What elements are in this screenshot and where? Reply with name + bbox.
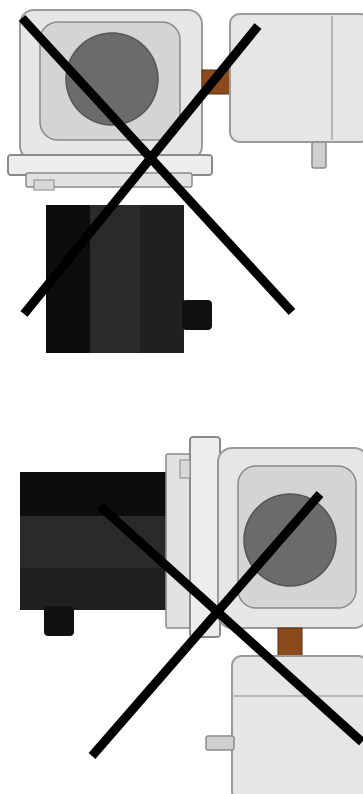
bottom-flange-lower xyxy=(165,453,191,629)
bottom-motor-connector xyxy=(44,606,74,636)
top-assembly xyxy=(7,9,363,353)
top-motor-connector xyxy=(182,300,212,330)
top-flange-tab xyxy=(33,179,55,191)
bottom-flange-tab xyxy=(179,459,191,479)
top-side-box xyxy=(229,13,363,143)
bottom-side-box xyxy=(231,655,363,794)
top-side-box-shaft xyxy=(311,141,327,169)
top-flange-lower xyxy=(25,172,193,188)
top-gear-disc xyxy=(65,32,159,126)
bottom-motor-shade xyxy=(20,472,168,516)
bottom-cross-stroke-a xyxy=(96,502,363,746)
bottom-cross-stroke-b xyxy=(88,491,324,759)
top-cross-stroke-a xyxy=(18,14,296,316)
top-motor-highlight xyxy=(140,205,184,353)
bottom-motor-lower xyxy=(20,568,168,610)
top-flange-plate xyxy=(7,154,213,176)
bottom-coupling xyxy=(277,627,303,659)
top-cross-stroke-b xyxy=(20,23,262,317)
bottom-assembly xyxy=(20,436,363,794)
bottom-side-box-shaft xyxy=(205,735,235,751)
bottom-gear-disc xyxy=(243,493,337,587)
